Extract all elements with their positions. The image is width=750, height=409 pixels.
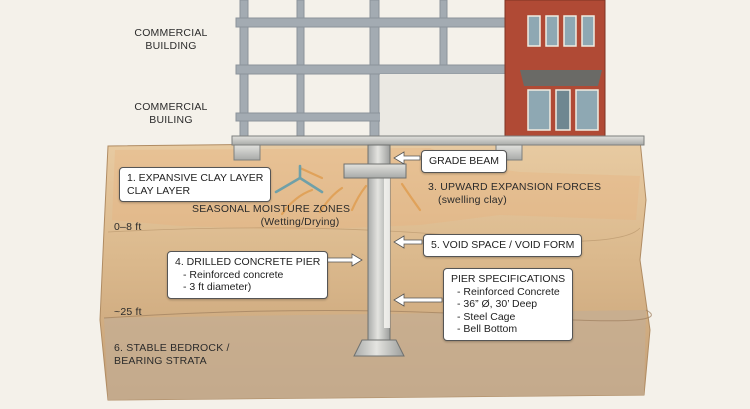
clay-line2: CLAY LAYER (127, 184, 191, 197)
label-upward-expansion: 3. UPWARD EXPANSION FORCES (swelling cla… (428, 181, 601, 207)
callout-drilled-pier: 4. DRILLED CONCRETE PIER - Reinforced co… (167, 251, 329, 299)
expansion-arrows (280, 166, 422, 216)
leader-void (393, 235, 423, 249)
footing-left (233, 144, 261, 161)
label-depth-bottom: ~25 ft (114, 306, 142, 318)
frame-beam-level-1 (235, 17, 527, 28)
leader-arrows (311, 151, 443, 307)
window-4 (581, 15, 595, 47)
void-form-gap (384, 178, 390, 328)
specs-title: PIER SPECIFICATIONS (451, 273, 566, 285)
pier-title: 4. DRILLED CONCRETE PIER (175, 256, 321, 268)
moisture-arrow-right (298, 176, 324, 194)
force-arrow-2 (318, 186, 344, 214)
frame-beam-level-2 (235, 64, 527, 75)
soil-strata-line-1 (107, 227, 641, 242)
callout-grade-beam: GRADE BEAM (421, 150, 508, 173)
force-arrow-1 (280, 188, 314, 216)
upward-line1: 3. UPWARD EXPANSION FORCES (428, 181, 602, 193)
leader-grade-beam (393, 151, 421, 165)
callout-expansive-clay: 1. EXPANSIVE CLAY LAYER CLAY LAYER (119, 167, 272, 202)
pier-item2: - 3 ft diameter) (183, 281, 252, 293)
label-building-top-line2: BUILDING (145, 40, 197, 52)
specs-item4: - Bell Bottom (457, 323, 518, 335)
force-arrow-3 (350, 184, 368, 212)
moisture-line2: (Wetting/Drying) (260, 216, 340, 228)
label-commercial-building-top: COMMERCIAL BUILDING (134, 27, 208, 53)
storefront-window-1 (527, 89, 551, 131)
specs-item3: - Steel Cage (457, 310, 516, 323)
brick-building (504, 0, 606, 141)
label-depth-top: 0–8 ft (114, 221, 142, 233)
label-stable-bedrock: 6. STABLE BEDROCK / BEARING STRATA (114, 342, 230, 368)
window-2 (545, 15, 559, 47)
leader-specs (393, 293, 443, 307)
force-arrow-5 (298, 166, 324, 180)
moisture-arrow-left (274, 176, 302, 194)
bedrock-line2: BEARING STRATA (114, 355, 207, 367)
storefront-window-2 (575, 89, 599, 131)
storefront-awning (520, 70, 602, 86)
force-arrow-4 (400, 182, 422, 212)
grade-beam (343, 163, 407, 179)
specs-item1: - Reinforced Concrete (457, 285, 560, 298)
clay-line1: 1. EXPANSIVE CLAY LAYER (127, 172, 264, 184)
window-1 (527, 15, 541, 47)
ground-floor-interior (380, 74, 510, 136)
window-3 (563, 15, 577, 47)
storefront-door (555, 89, 571, 131)
label-building-top-line1: COMMERCIAL (134, 27, 208, 39)
specs-item2: - 36” Ø, 30’ Deep (457, 298, 538, 310)
callout-void-space: 5. VOID SPACE / VOID FORM (423, 234, 583, 257)
void-space-text: 5. VOID SPACE / VOID FORM (431, 239, 575, 251)
callout-pier-specifications: PIER SPECIFICATIONS - Reinforced Concret… (443, 268, 574, 341)
ground-slab (231, 135, 645, 146)
moisture-line1: SEASONAL MOISTURE ZONES (192, 203, 351, 215)
pier-item1: - Reinforced concrete (183, 268, 284, 281)
pier-bell-bottom (353, 339, 405, 357)
bedrock-line1: 6. STABLE BEDROCK / (114, 342, 230, 354)
upward-line2: (swelling clay) (438, 194, 507, 206)
label-commercial-building-mid: COMMERCIAL BUILING (134, 101, 208, 127)
moisture-arrows (274, 164, 324, 194)
label-building-mid-line1: COMMERCIAL (134, 101, 208, 113)
grade-beam-text: GRADE BEAM (429, 155, 500, 167)
label-building-mid-line2: BUILING (149, 114, 193, 126)
label-moisture-zones: SEASONAL MOISTURE ZONES (Wetting/Drying) (192, 203, 351, 229)
